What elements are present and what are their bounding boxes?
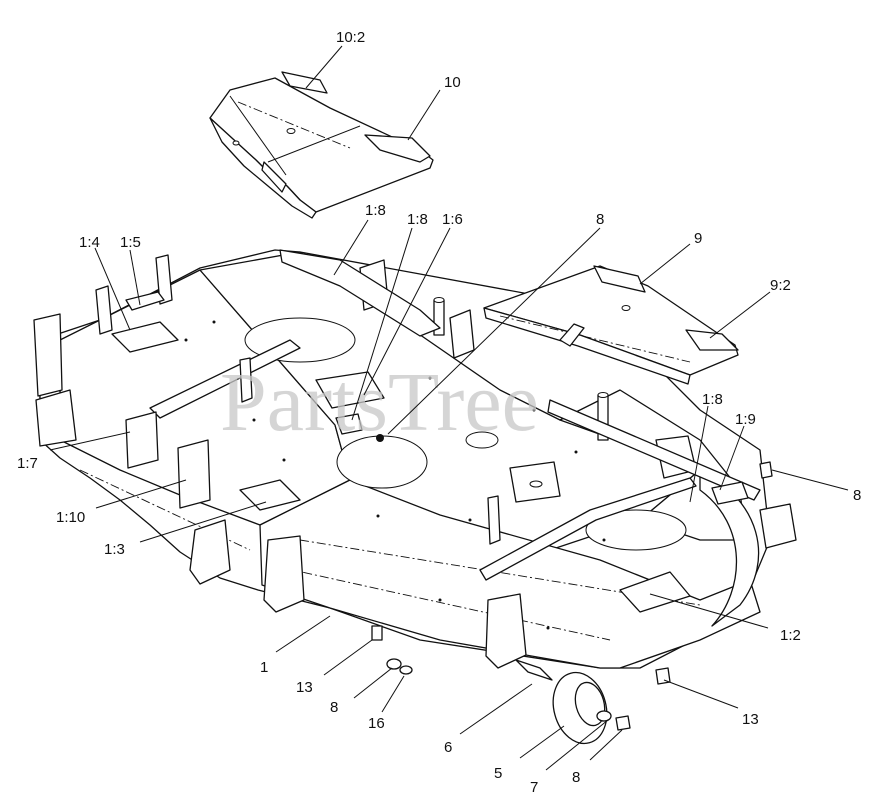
callout-8-bottom: 8 (572, 769, 580, 786)
callout-8-right: 8 (853, 487, 861, 504)
callout-6: 6 (444, 739, 452, 756)
callout-10: 10 (444, 74, 461, 91)
callout-7: 7 (530, 779, 538, 796)
callout-1-7: 1:7 (17, 455, 38, 472)
callout-10-2: 10:2 (336, 29, 365, 46)
callout-8-bottom-left: 8 (330, 699, 338, 716)
callout-13-right: 13 (742, 711, 759, 728)
watermark-text: PartsTree (220, 356, 539, 449)
callout-9: 9 (694, 230, 702, 247)
callout-1-5: 1:5 (120, 234, 141, 251)
callout-9-2: 9:2 (770, 277, 791, 294)
callout-1: 1 (260, 659, 268, 676)
callout-labels: 10:2 10 1:4 1:5 1:8 1:8 1:6 8 9 9:2 1:8 … (17, 29, 861, 796)
callout-1-10: 1:10 (56, 509, 85, 526)
caster-wheel-assembly (371, 461, 797, 745)
callout-8-top: 8 (596, 211, 604, 228)
callout-1-9: 1:9 (735, 411, 756, 428)
callout-5: 5 (494, 765, 502, 782)
callout-1-2: 1:2 (780, 627, 801, 644)
callout-16: 16 (368, 715, 385, 732)
mower-deck-part-1 (33, 249, 771, 669)
callout-13-left: 13 (296, 679, 313, 696)
leader-lines (49, 45, 849, 771)
callout-1-8-top-center: 1:8 (407, 211, 428, 228)
callout-1-4: 1:4 (79, 234, 100, 251)
baffle-part-9 (483, 265, 739, 385)
callout-1-6: 1:6 (442, 211, 463, 228)
callout-1-8-top-left: 1:8 (365, 202, 386, 219)
callout-1-3: 1:3 (104, 541, 125, 558)
callout-1-8-right: 1:8 (702, 391, 723, 408)
deflector-part-10 (209, 71, 434, 219)
